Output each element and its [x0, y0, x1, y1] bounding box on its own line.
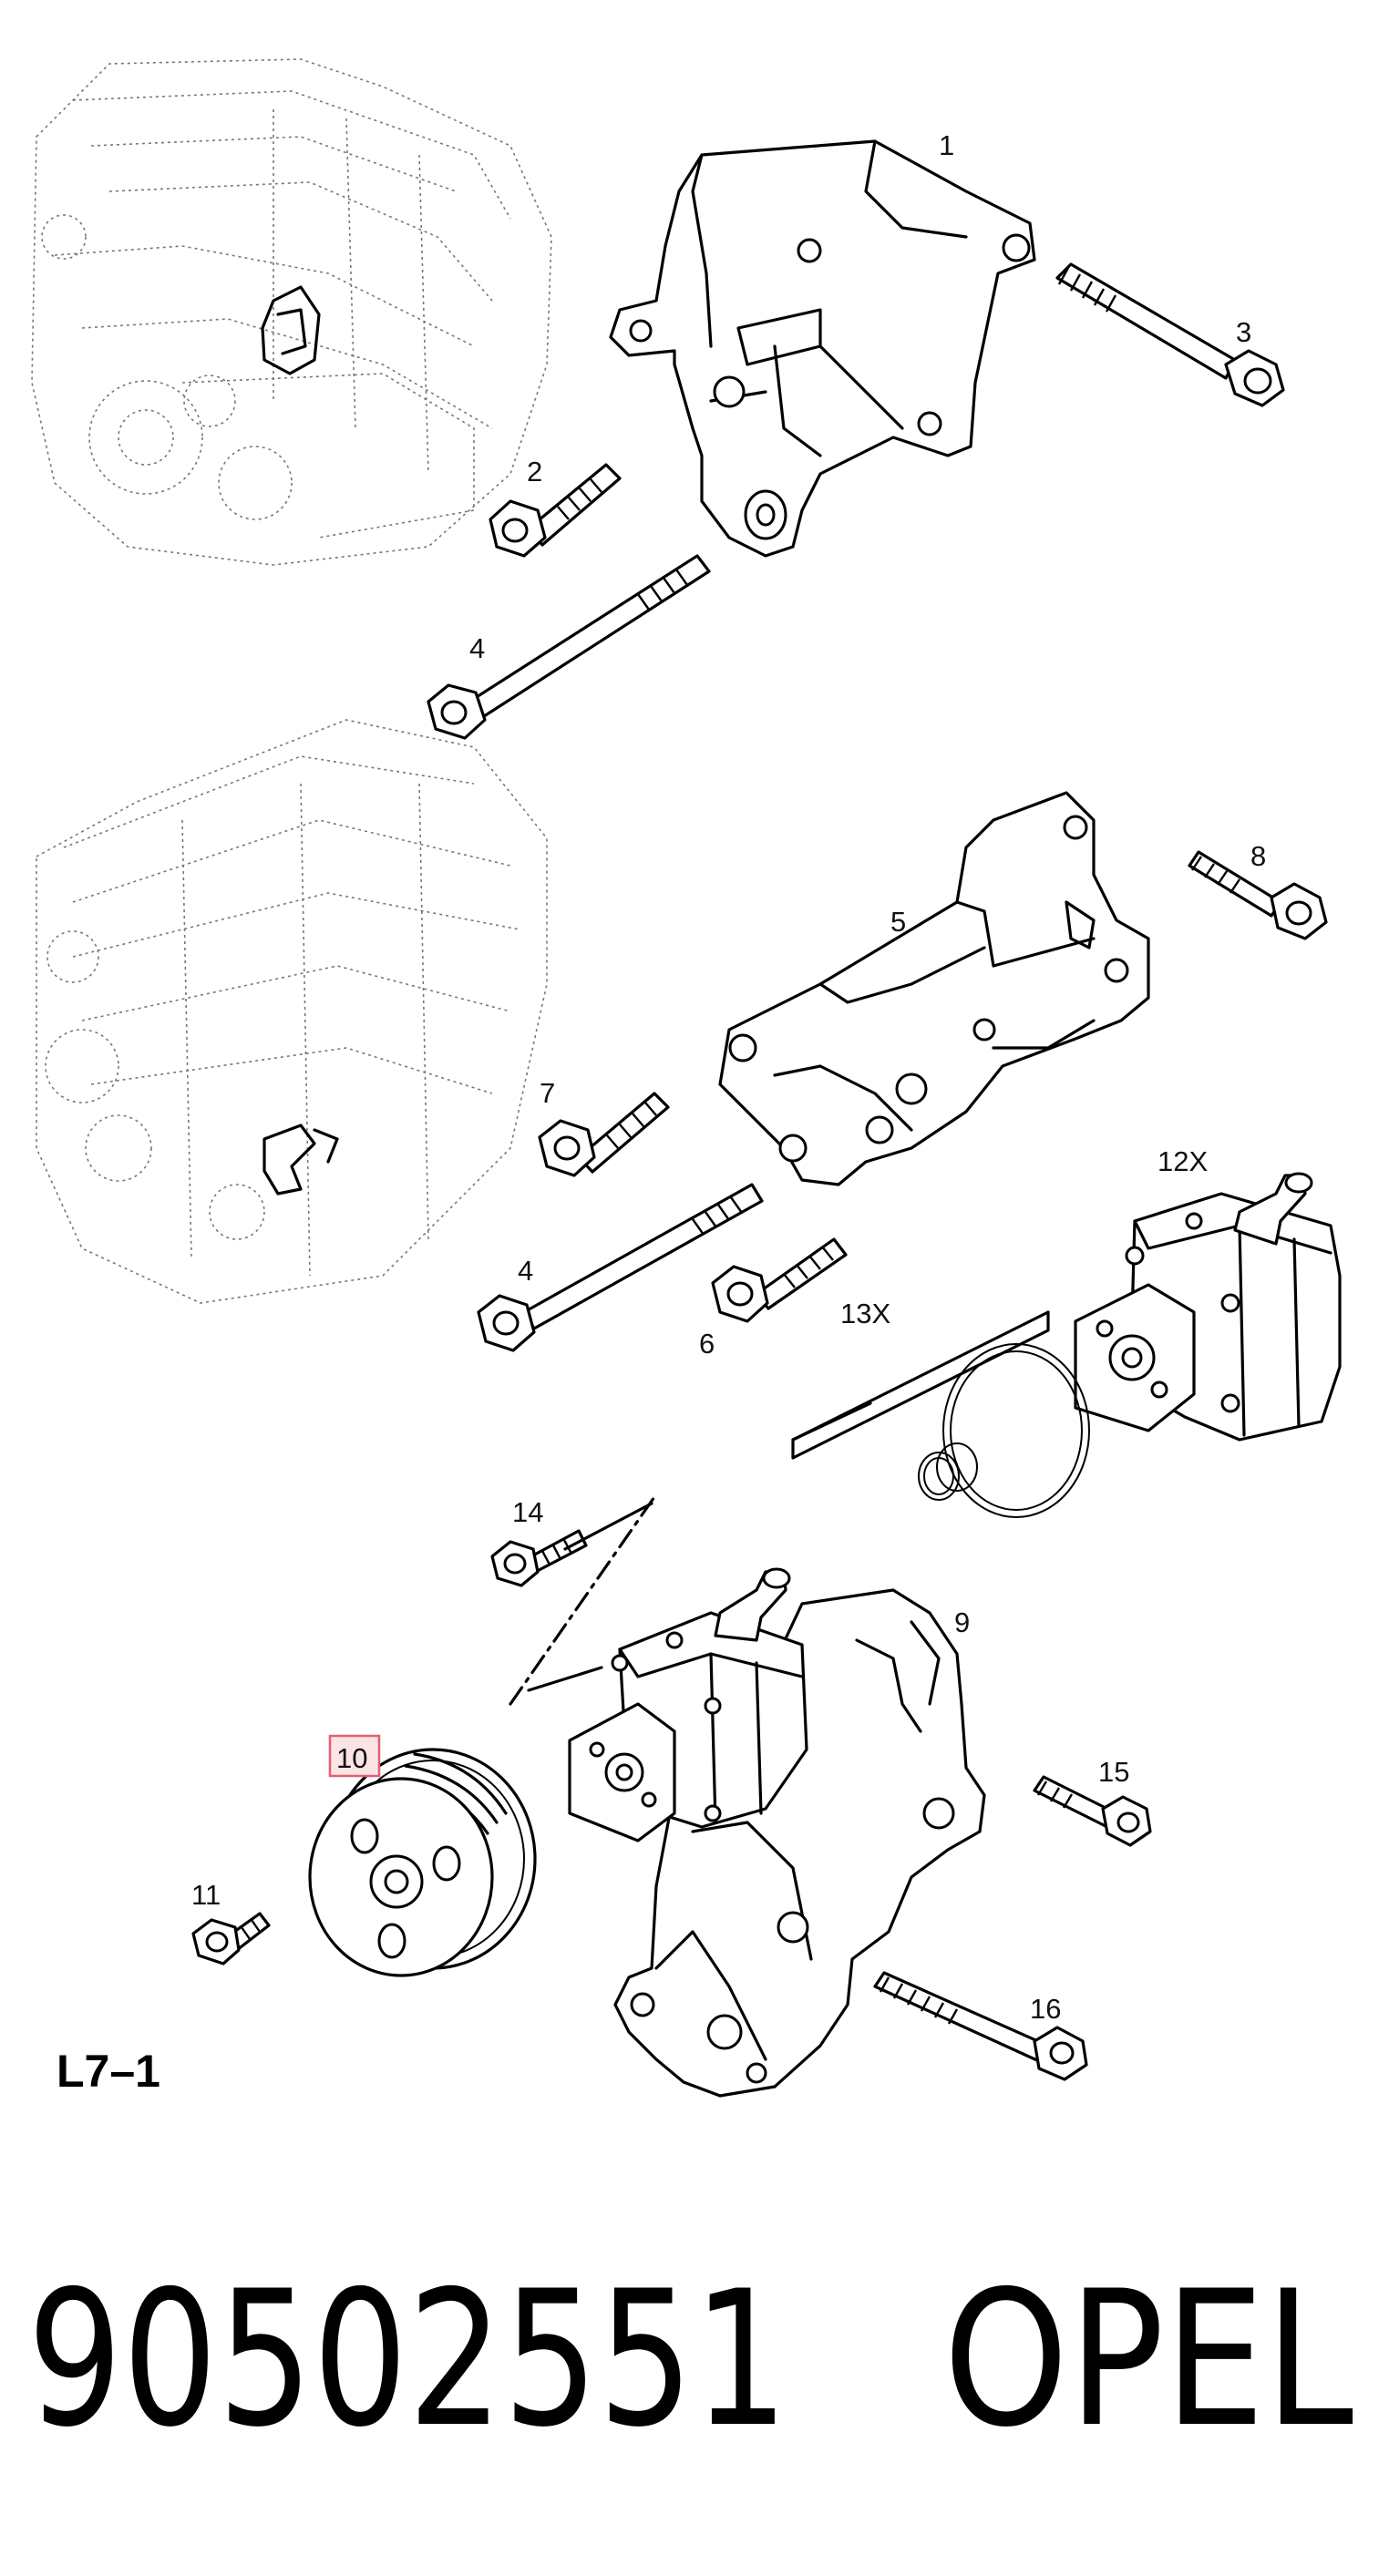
- callout-13x: 13X: [840, 1298, 890, 1329]
- bolt-part-8: [1188, 850, 1328, 940]
- bolt-part-6: [711, 1237, 848, 1323]
- bolt-part-3: [1055, 262, 1285, 407]
- callout-6: 6: [699, 1328, 715, 1360]
- callout-15: 15: [1098, 1756, 1129, 1788]
- callout-16: 16: [1030, 1993, 1061, 2025]
- callout-1: 1: [939, 129, 954, 161]
- engine-illustration-2: [36, 719, 548, 1304]
- bracket-part-5: [718, 791, 1150, 1186]
- part-number: 90502551: [27, 2252, 788, 2468]
- bolt-part-7: [538, 1092, 670, 1177]
- brand-name: OPEL: [943, 2252, 1353, 2468]
- bolt-part-15: [1033, 1775, 1152, 1847]
- callout-8: 8: [1250, 840, 1266, 872]
- sheet-code: L7–1: [57, 2046, 160, 2097]
- seal-kit-part-13x: [791, 1310, 1090, 1518]
- bolt-part-4-lower: [477, 1183, 764, 1352]
- bolt-part-11: [191, 1912, 271, 1965]
- bolt-part-2: [489, 463, 622, 558]
- bracket-part-1: [609, 139, 1036, 558]
- bolt-part-14: [490, 1529, 588, 1587]
- callout-2: 2: [527, 456, 542, 487]
- callout-12x: 12X: [1158, 1145, 1208, 1177]
- callout-7: 7: [540, 1077, 555, 1109]
- callout-4-upper: 4: [469, 632, 485, 664]
- callout-4-lower: 4: [518, 1255, 533, 1287]
- callout-10-highlight[interactable]: 10: [328, 1734, 381, 1778]
- pulley-part-10: [308, 1748, 537, 1977]
- callout-11: 11: [191, 1879, 221, 1911]
- pump-bracket-part-9: [568, 1567, 986, 2098]
- callout-3: 3: [1236, 316, 1251, 348]
- engine-illustration-1: [31, 58, 552, 566]
- callout-5: 5: [890, 906, 906, 938]
- callout-9: 9: [954, 1606, 970, 1638]
- callout-14: 14: [512, 1496, 543, 1528]
- pump-part-12x: [1074, 1172, 1342, 1442]
- callout-10: 10: [336, 1742, 367, 1774]
- bolt-part-4-upper: [427, 554, 711, 740]
- bolt-part-16: [873, 1971, 1088, 2081]
